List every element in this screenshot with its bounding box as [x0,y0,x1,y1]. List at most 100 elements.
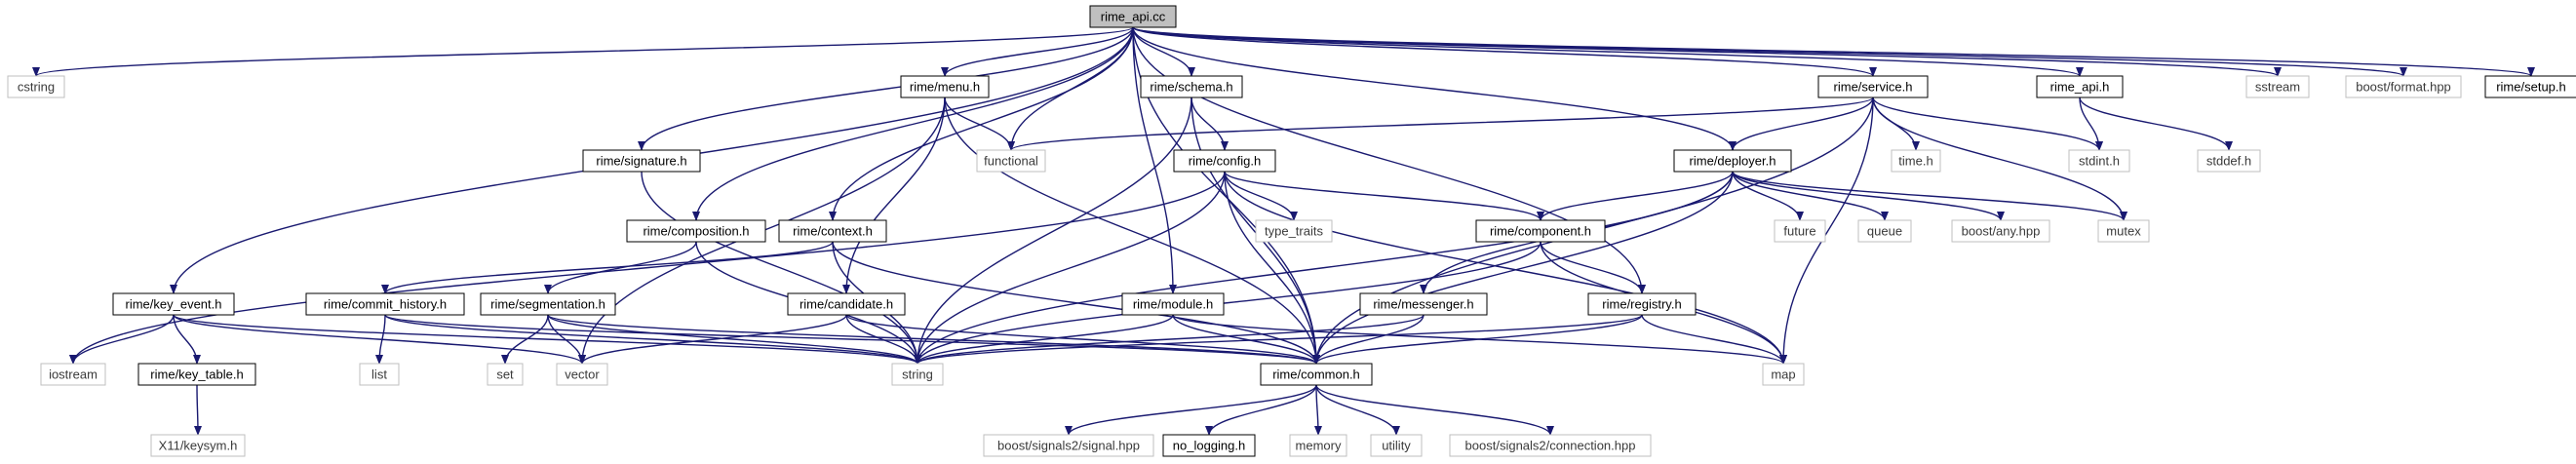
node-rime-setup-h[interactable]: rime/setup.h [2484,75,2576,98]
include-edge-rime_api_cc-to-rime_composition_h [692,26,1134,221]
node-rime-common-h[interactable]: rime/common.h [1260,363,1373,386]
include-edge-rime_key_event_h-to-string [173,314,921,365]
node-boost-signals2-signal-hpp: boost/signals2/signal.hpp [983,434,1154,457]
node-label: rime/service.h [1834,80,1913,95]
node-rime-deployer-h[interactable]: rime/deployer.h [1673,149,1792,173]
include-edge-rime_deployer_h-to-future [1732,171,1804,221]
node-label: rime/schema.h [1150,80,1232,95]
include-edge-rime_api_cc-to-rime_schema_h [1132,26,1195,77]
include-edge-rime_service_h-to-mutex [1872,97,2127,221]
node-label: rime/candidate.h [800,297,893,312]
node-box [1891,149,1941,173]
node-box [1255,219,1333,243]
node-label: memory [1296,439,1342,453]
node-label: rime_api.h [2050,80,2110,95]
node-box [1774,219,1826,243]
node-no-logging-h[interactable]: no_logging.h [1162,434,1256,457]
node-rime-registry-h[interactable]: rime/registry.h [1587,292,1697,316]
node-label: rime/module.h [1133,297,1213,312]
include-edge-rime_registry_h-to-map [1641,314,1787,365]
include-edge-rime_menu_h-to-rime_common_h [944,97,1320,365]
include-edge-rime_registry_h-to-rime_common_h [1312,314,1643,365]
node-type-traits: type_traits [1255,219,1333,243]
node-cstring: cstring [7,75,65,98]
include-edge-rime_menu_h-to-functional [944,97,1015,151]
node-box [1089,5,1177,28]
node-rime-context-h[interactable]: rime/context.h [778,219,887,243]
node-rime-schema-h[interactable]: rime/schema.h [1140,75,1243,98]
node-memory: memory [1289,434,1347,457]
node-string: string [891,363,944,386]
node-label: rime/setup.h [2496,80,2566,95]
node-box [1817,75,1929,98]
include-edge-rime_service_h-to-map [1779,97,1874,365]
node-label: stdint.h [2079,154,2120,169]
node-label: rime/component.h [1490,224,1591,239]
include-edge-rime_key_event_h-to-rime_key_table_h [173,314,201,365]
include-edge-rime_service_h-to-functional [1007,97,1874,151]
node-rime-api-h[interactable]: rime_api.h [2036,75,2124,98]
include-edge-rime_common_h-to-boost_signals2_connection_hpp [1315,384,1554,436]
include-edge-rime_service_h-to-rime_deployer_h [1729,97,1874,151]
node-rime-messenger-h[interactable]: rime/messenger.h [1359,292,1488,316]
node-box [1260,363,1373,386]
node-label: boost/any.hpp [1962,224,2041,239]
include-edge-rime_module_h-to-rime_common_h [1172,314,1320,365]
include-edge-rime_commit_history_h-to-rime_common_h [384,314,1320,365]
include-edge-rime_segmentation_h-to-rime_common_h [547,314,1320,365]
node-iostream: iostream [40,363,106,386]
node-rime-segmentation-h[interactable]: rime/segmentation.h [480,292,616,316]
node-rime-menu-h[interactable]: rime/menu.h [900,75,990,98]
node-label: rime/signature.h [596,154,686,169]
include-edge-rime_api_cc-to-rime_context_h [829,26,1134,221]
node-rime-api-cc[interactable]: rime_api.cc [1089,5,1177,28]
node-rime-component-h[interactable]: rime/component.h [1475,219,1606,243]
node-label: rime/messenger.h [1373,297,1473,312]
node-box [2097,219,2150,243]
node-box [1173,149,1276,173]
include-edge-rime_context_h-to-rime_commit_history_h [381,241,834,294]
node-label: set [496,367,514,382]
node-stdint-h: stdint.h [2068,149,2130,173]
node-box [778,219,887,243]
node-box [900,75,990,98]
node-rime-key-event-h[interactable]: rime/key_event.h [112,292,235,316]
node-rime-key-table-h[interactable]: rime/key_table.h [137,363,256,386]
node-rime-commit-history-h[interactable]: rime/commit_history.h [305,292,465,316]
node-map: map [1762,363,1805,386]
node-rime-config-h[interactable]: rime/config.h [1173,149,1276,173]
include-edge-rime_key_event_h-to-iostream [69,314,175,365]
node-box [1121,292,1225,316]
include-edge-rime_config_h-to-rime_component_h [1224,171,1544,221]
include-edge-rime_schema_h-to-string [914,97,1192,365]
include-edge-rime_api_h-to-stddef_h [2079,97,2233,151]
include-edge-rime_service_h-to-stdint_h [1872,97,2103,151]
node-box [2484,75,2576,98]
node-box [2036,75,2124,98]
include-edge-rime_commit_history_h-to-list [375,314,386,365]
include-edge-rime_deployer_h-to-mutex [1732,171,2127,221]
node-rime-composition-h[interactable]: rime/composition.h [626,219,766,243]
include-edge-rime_api_cc-to-boost_format_hpp [1132,26,2407,77]
include-edge-rime_api_cc-to-rime_api_h [1132,26,2084,77]
node-box [1857,219,1912,243]
include-edge-rime_api_cc-to-rime_deployer_h [1132,26,1737,151]
include-edge-rime_api_cc-to-rime_setup_h [1132,26,2535,77]
node-rime-module-h[interactable]: rime/module.h [1121,292,1225,316]
node-box [787,292,906,316]
node-rime-service-h[interactable]: rime/service.h [1817,75,1929,98]
node-box [1162,434,1256,457]
include-edge-rime_api_cc-to-sstream [1132,26,2282,77]
node-label: rime/common.h [1272,367,1360,382]
include-edge-rime_context_h-to-rime_common_h [832,241,1320,365]
node-box [983,434,1154,457]
node-rime-signature-h[interactable]: rime/signature.h [582,149,701,173]
include-edge-rime_candidate_h-to-rime_common_h [845,314,1320,365]
node-box [150,434,246,457]
node-label: rime/context.h [793,224,873,239]
node-box [626,219,766,243]
node-rime-candidate-h[interactable]: rime/candidate.h [787,292,906,316]
node-box [1587,292,1697,316]
node-box [1951,219,2050,243]
node-box [1140,75,1243,98]
